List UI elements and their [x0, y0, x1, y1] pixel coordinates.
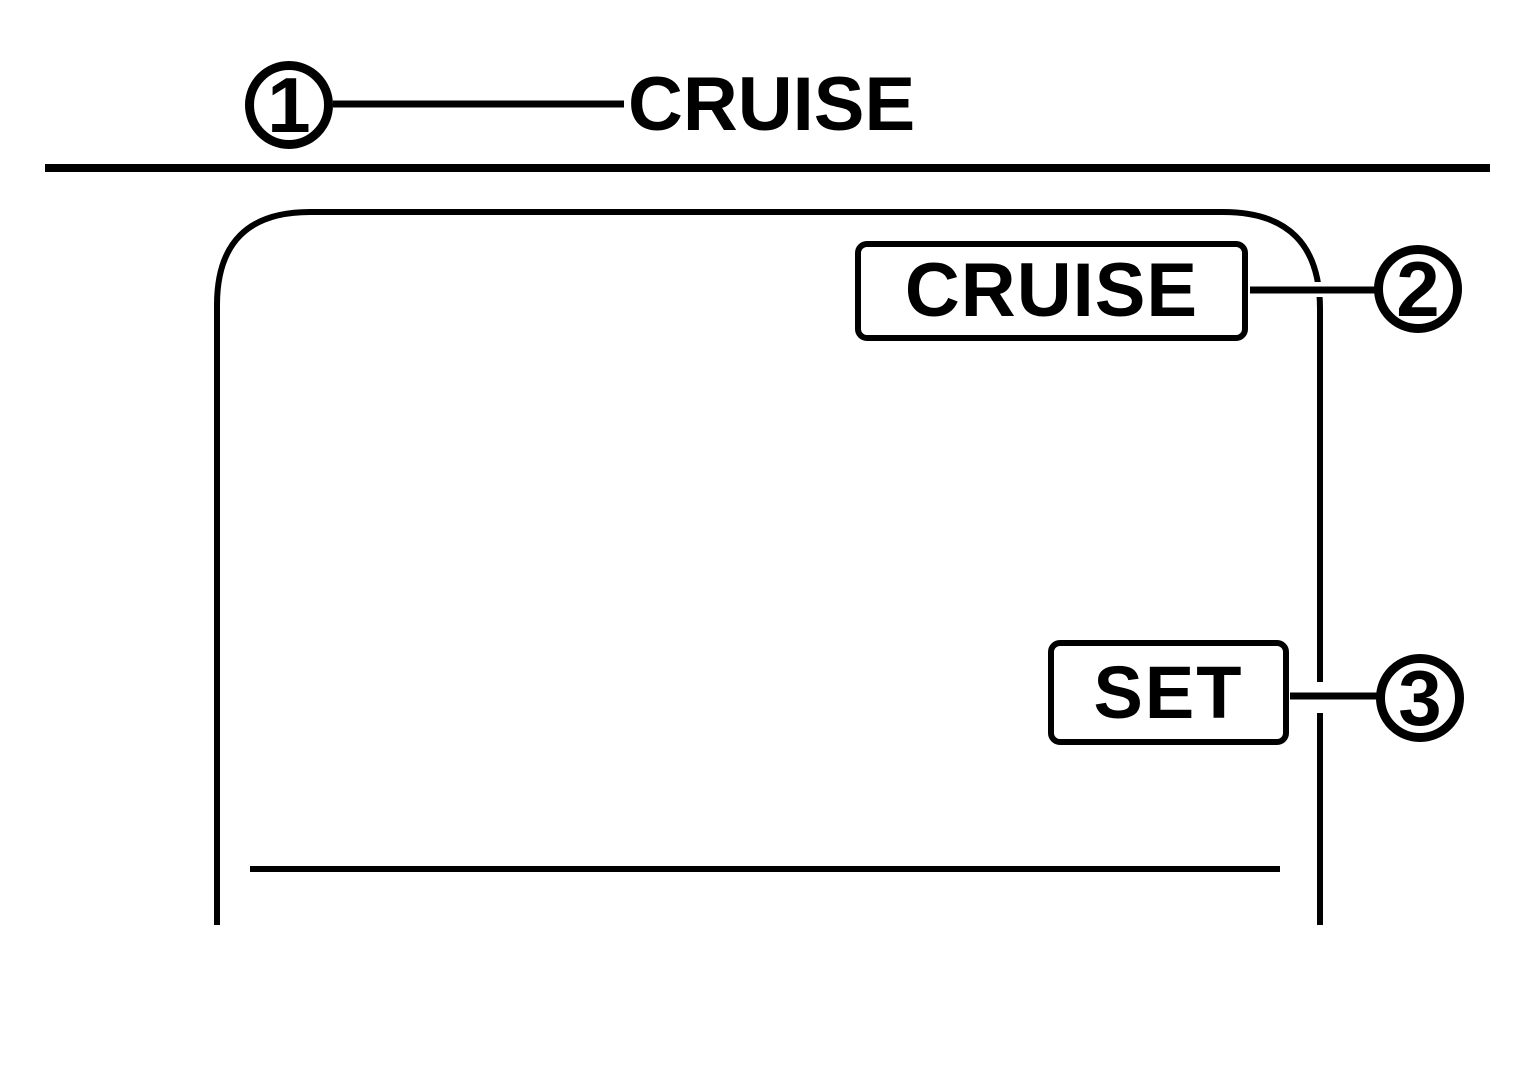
- cruise-indicator: CRUISE: [855, 241, 1248, 341]
- callout-marker-2: 2: [1374, 245, 1462, 333]
- callout-marker-3: 3: [1376, 654, 1464, 742]
- callout-3-number: 3: [1398, 654, 1442, 742]
- set-indicator: SET: [1048, 640, 1289, 745]
- figure-title: CRUISE: [628, 61, 916, 147]
- callout-1-number: 1: [267, 61, 311, 149]
- callout-2-number: 2: [1396, 245, 1440, 333]
- set-indicator-label: SET: [1093, 650, 1244, 734]
- callout-marker-1: 1: [245, 61, 333, 149]
- cruise-indicator-label: CRUISE: [904, 248, 1199, 333]
- panel-outline-left-top: [214, 209, 1223, 925]
